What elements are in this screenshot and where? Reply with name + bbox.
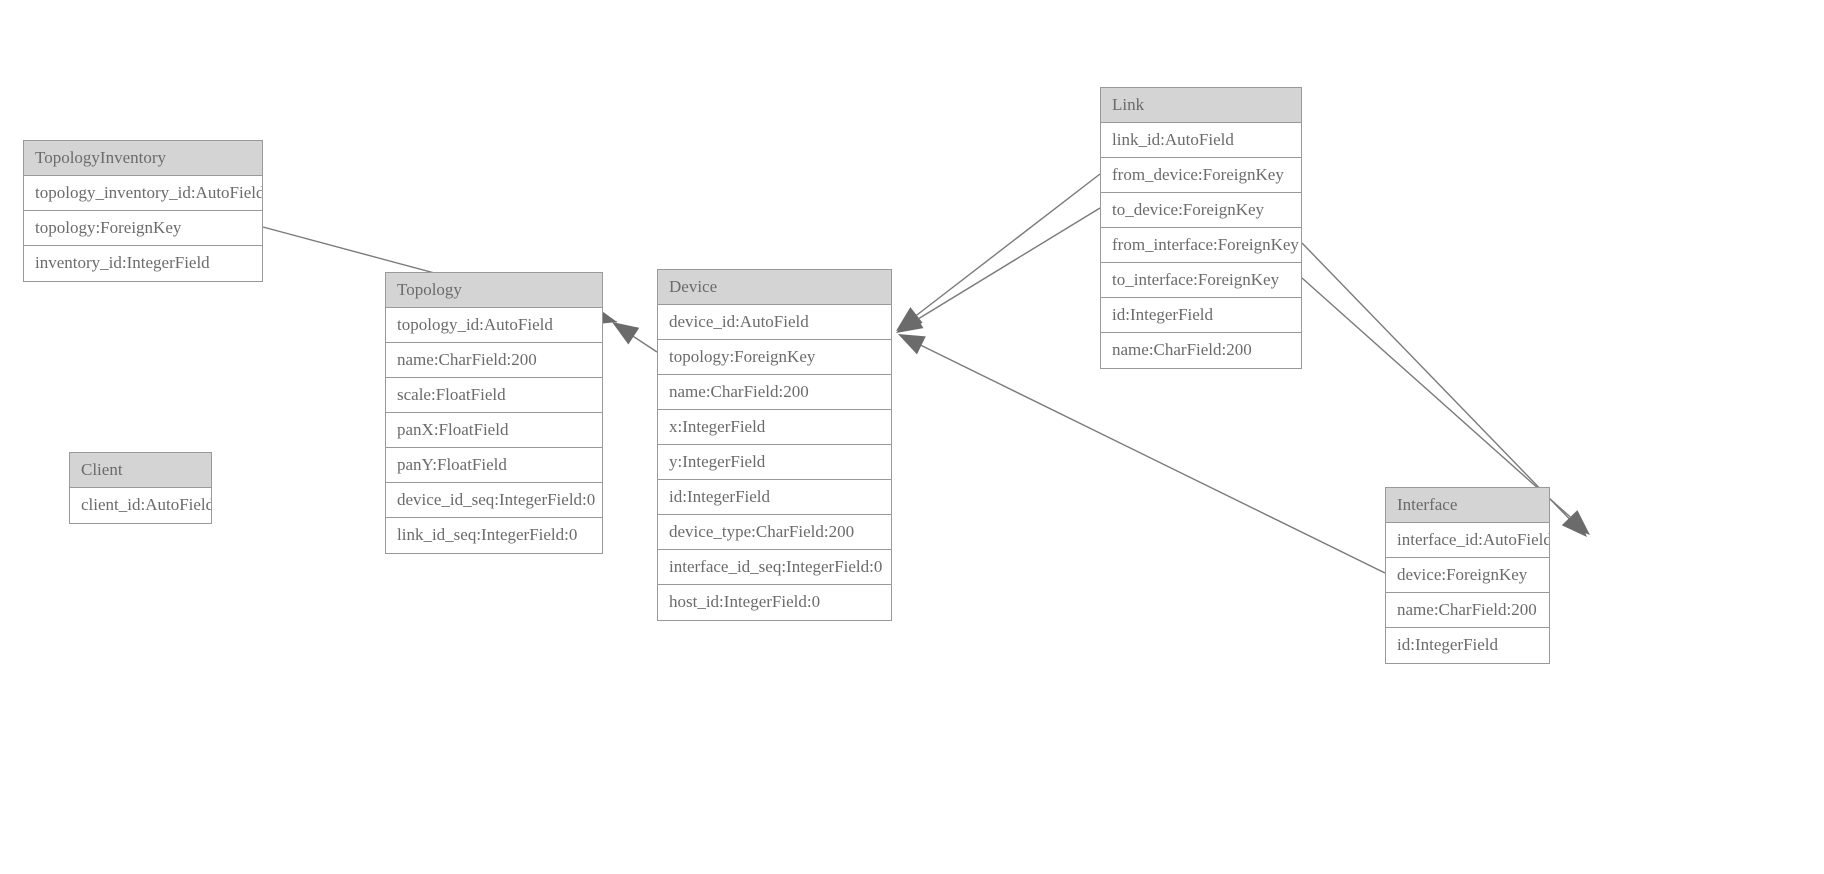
entity-field-row: topology_inventory_id:AutoField: [24, 176, 262, 211]
entity-field-row: name:CharField:200: [1386, 593, 1549, 628]
arrowhead: [612, 322, 640, 345]
entity-field-row: to_interface:ForeignKey: [1101, 263, 1301, 298]
arrowhead: [1563, 510, 1590, 535]
entity-field-row: panY:FloatField: [386, 448, 602, 483]
entity-title-device: Device: [658, 270, 891, 305]
entity-field-row: host_id:IntegerField:0: [658, 585, 891, 620]
arrowhead: [1561, 511, 1587, 537]
rel-link-device-from: [896, 173, 1101, 331]
rel-link-device-to: [896, 207, 1101, 333]
rel-device-topology: [612, 322, 658, 353]
entity-field-row: device_id_seq:IntegerField:0: [386, 483, 602, 518]
entity-title-link: Link: [1101, 88, 1301, 123]
entity-field-row: topology_id:AutoField: [386, 308, 602, 343]
entity-field-row: interface_id:AutoField: [1386, 523, 1549, 558]
entity-title-topology: Topology: [386, 273, 602, 308]
entity-field-row: device:ForeignKey: [1386, 558, 1549, 593]
entity-field-row: name:CharField:200: [1101, 333, 1301, 368]
entity-field-row: device_type:CharField:200: [658, 515, 891, 550]
entity-field-row: from_interface:ForeignKey: [1101, 228, 1301, 263]
entity-field-row: panX:FloatField: [386, 413, 602, 448]
entity-field-row: name:CharField:200: [386, 343, 602, 378]
entity-field-row: id:IntegerField: [1101, 298, 1301, 333]
entity-field-row: topology:ForeignKey: [24, 211, 262, 246]
entity-field-row: topology:ForeignKey: [658, 340, 891, 375]
entity-title-interface: Interface: [1386, 488, 1549, 523]
entity-field-row: client_id:AutoField: [70, 488, 211, 523]
arrowhead: [896, 311, 924, 333]
entity-field-row: id:IntegerField: [658, 480, 891, 515]
entity-field-row: scale:FloatField: [386, 378, 602, 413]
entity-field-row: name:CharField:200: [658, 375, 891, 410]
entity-field-row: device_id:AutoField: [658, 305, 891, 340]
entity-title-topology_inventory: TopologyInventory: [24, 141, 262, 176]
entity-field-row: link_id_seq:IntegerField:0: [386, 518, 602, 553]
entity-field-row: x:IntegerField: [658, 410, 891, 445]
entity-field-row: y:IntegerField: [658, 445, 891, 480]
arrowhead: [896, 307, 923, 331]
entity-field-row: id:IntegerField: [1386, 628, 1549, 663]
arrowhead: [898, 334, 926, 355]
entity-field-row: link_id:AutoField: [1101, 123, 1301, 158]
entity-field-row: interface_id_seq:IntegerField:0: [658, 550, 891, 585]
entity-field-row: inventory_id:IntegerField: [24, 246, 262, 281]
entity-field-row: to_device:ForeignKey: [1101, 193, 1301, 228]
entity-field-row: from_device:ForeignKey: [1101, 158, 1301, 193]
entity-title-client: Client: [70, 453, 211, 488]
